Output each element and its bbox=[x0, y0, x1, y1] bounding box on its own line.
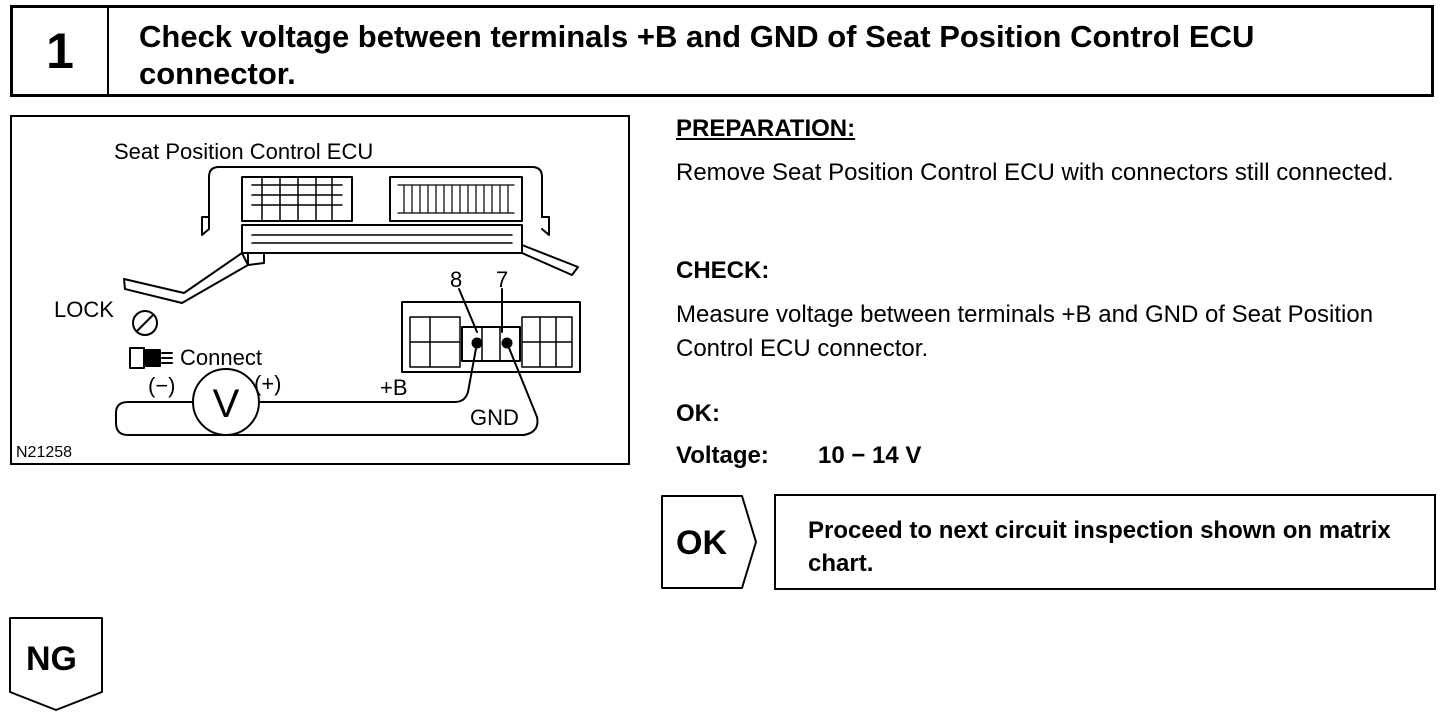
connect-label: Connect bbox=[180, 345, 262, 370]
connect-symbol-icon bbox=[129, 347, 145, 369]
plus-b-label: +B bbox=[380, 375, 408, 400]
pin-8-leader bbox=[458, 288, 478, 333]
plus-b-lead bbox=[258, 342, 478, 403]
lock-label: LOCK bbox=[54, 297, 114, 322]
ok-spec-heading: OK: bbox=[676, 400, 720, 427]
ecu-housing-clips bbox=[201, 216, 550, 236]
terminal-block bbox=[461, 326, 521, 362]
voltage-label: Voltage: bbox=[676, 442, 769, 469]
gnd-lead bbox=[115, 342, 539, 436]
ng-tag bbox=[9, 617, 103, 711]
ok-result-text: Proceed to next circuit inspection shown… bbox=[808, 517, 1391, 577]
pin-7-label: 7 bbox=[496, 267, 508, 292]
minus-label: (−) bbox=[148, 373, 176, 398]
voltmeter-symbol: V bbox=[213, 382, 240, 426]
ecu-connector-left bbox=[241, 176, 353, 222]
connector-diagram: Seat Position Control ECU LOCK Connect 8… bbox=[16, 139, 581, 461]
ecu-flange bbox=[241, 224, 523, 254]
plus-label: (+) bbox=[254, 371, 282, 396]
figure-caption: Seat Position Control ECU bbox=[114, 139, 373, 164]
step-number: 1 bbox=[13, 8, 109, 94]
step-header: 1 Check voltage between terminals +B and… bbox=[10, 5, 1434, 97]
wire-harness-connector bbox=[401, 301, 581, 373]
ng-tag-label: NG bbox=[26, 640, 77, 678]
harness-right bbox=[521, 244, 579, 276]
check-heading: CHECK: bbox=[676, 257, 770, 284]
preparation-text: Remove Seat Position Control ECU with co… bbox=[676, 159, 1394, 186]
lock-screw-icon bbox=[132, 310, 158, 336]
voltage-value: 10 − 14 V bbox=[818, 442, 922, 469]
harness-left bbox=[123, 252, 249, 304]
ok-tag bbox=[661, 495, 757, 589]
voltmeter-icon bbox=[192, 368, 260, 436]
ecu-connector-figure: Seat Position Control ECU LOCK Connect 8… bbox=[10, 115, 630, 465]
ok-result-box: Proceed to next circuit inspection shown… bbox=[774, 494, 1436, 590]
step-title: Check voltage between terminals +B and G… bbox=[139, 19, 1255, 91]
check-text: Measure voltage between terminals +B and… bbox=[676, 301, 1374, 362]
preparation-heading: PREPARATION: bbox=[676, 115, 856, 142]
figure-id: N21258 bbox=[16, 444, 72, 461]
gnd-label: GND bbox=[470, 405, 519, 430]
pin-8-label: 8 bbox=[450, 267, 462, 292]
ok-tag-label: OK bbox=[676, 524, 727, 562]
ecu-housing bbox=[208, 166, 543, 218]
ecu-connector-right bbox=[389, 176, 523, 222]
